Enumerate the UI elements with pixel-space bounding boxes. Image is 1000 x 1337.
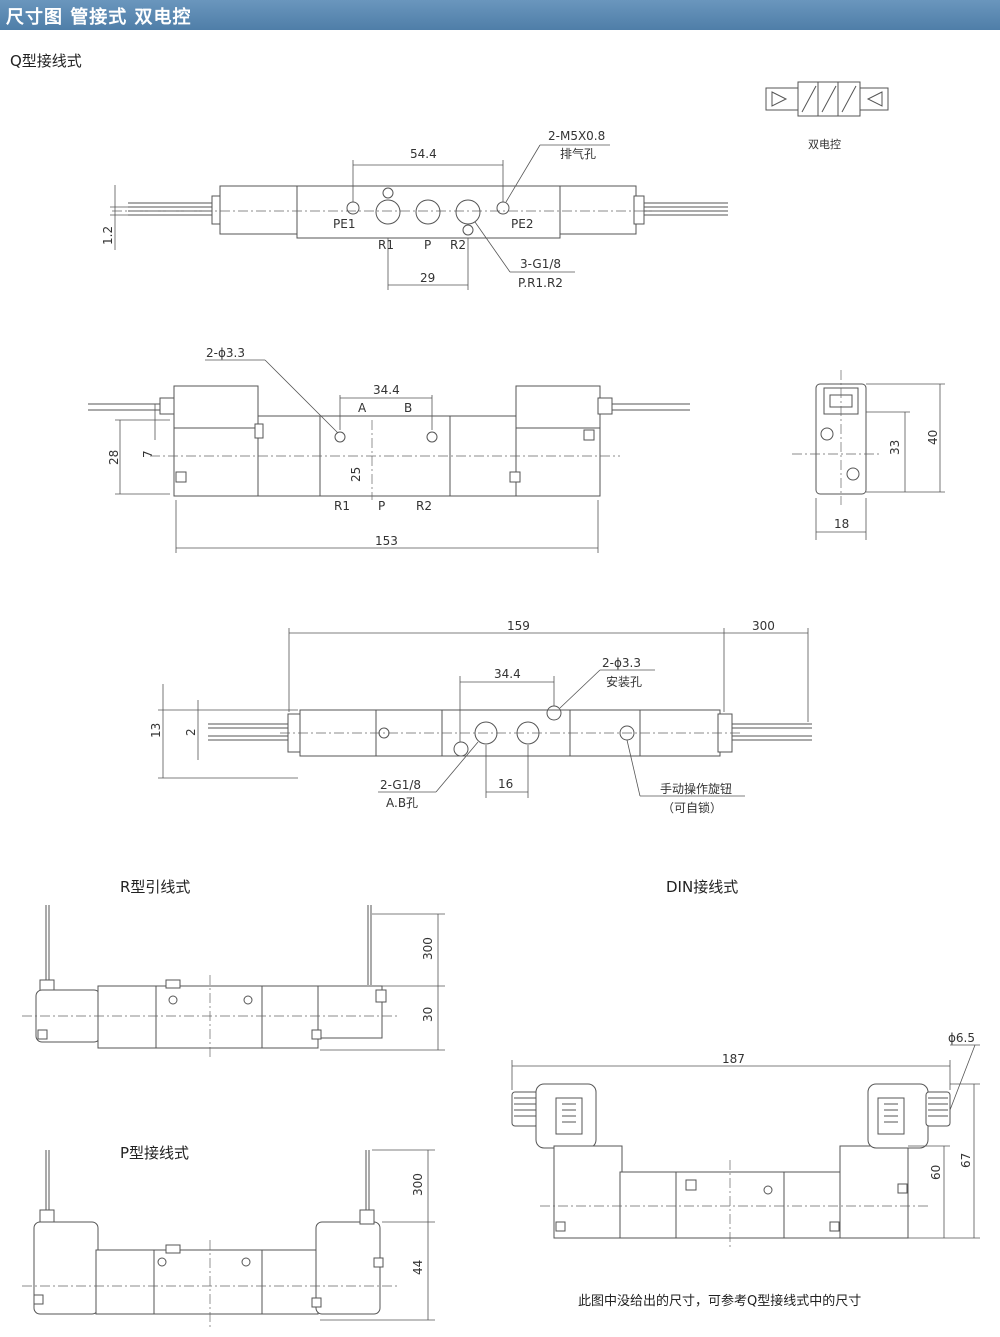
dim-h2: 2 <box>184 728 198 736</box>
mount-hole-name: 安装孔 <box>606 674 642 689</box>
mount-hole-spec: 2-ϕ3.3 <box>602 656 641 670</box>
din-type-view: 187 ϕ6.5 60 67 <box>511 1031 980 1250</box>
exhaust-spec: 2-M5X0.8 <box>548 129 605 143</box>
port-a: A <box>358 401 367 415</box>
port-p: P <box>424 238 431 252</box>
dim-ab-pitch: 34.4 <box>373 383 400 397</box>
ab-port-name: A.B孔 <box>386 796 418 810</box>
dim-16: 16 <box>498 777 513 791</box>
side-view: 33 40 18 <box>792 370 945 540</box>
dim-center-25: 25 <box>349 467 363 482</box>
port-pe1: PE1 <box>333 217 355 231</box>
bottom-view: 159 300 34.4 13 2 16 2-ϕ3.3 安装孔 2-G1/8 A… <box>149 619 812 815</box>
dim-din-60: 60 <box>929 1165 943 1180</box>
p-type-label: P型接线式 <box>120 1144 190 1162</box>
dim-offset-7: 7 <box>141 450 155 458</box>
dim-cable-dia: ϕ6.5 <box>948 1031 975 1045</box>
dim-height-28: 28 <box>107 450 121 465</box>
port-r1-front: R1 <box>334 499 350 513</box>
din-type-label: DIN接线式 <box>666 878 739 896</box>
port-spec: 3-G1/8 <box>520 257 561 271</box>
dim-r-lead-300: 300 <box>421 937 435 960</box>
r-type-label: R型引线式 <box>120 878 191 896</box>
port-p-front: P <box>378 499 385 513</box>
dim-pe-pitch: 54.4 <box>410 147 437 161</box>
manual-knob-name: 手动操作旋钮 <box>660 781 732 796</box>
page-title: 尺寸图 管接式 双电控 <box>6 7 192 28</box>
port-r2-front: R2 <box>416 499 432 513</box>
p-type-view: 300 44 <box>22 1149 435 1328</box>
symbol-caption: 双电控 <box>808 137 841 151</box>
dim-lead-300: 300 <box>752 619 775 633</box>
footnote: 此图中没给出的尺寸，可参考Q型接线式中的尺寸 <box>578 1294 862 1309</box>
header-bar: 尺寸图 管接式 双电控 <box>0 0 1000 30</box>
exhaust-name: 排气孔 <box>560 146 596 161</box>
port-names: P.R1.R2 <box>518 276 563 290</box>
front-view: 34.4 A B 28 7 25 R1 P R2 153 2-ϕ3.3 <box>88 346 690 553</box>
r-type-view: 300 30 <box>22 905 445 1058</box>
port-r2: R2 <box>450 238 466 252</box>
dim-r-height-30: 30 <box>421 1007 435 1022</box>
dim-side-40: 40 <box>926 430 940 445</box>
dim-length-153: 153 <box>375 534 398 548</box>
dim-h13: 13 <box>149 723 163 738</box>
manual-knob-note: （可自锁） <box>662 800 722 815</box>
dim-pitch-34-4: 34.4 <box>494 667 521 681</box>
port-b: B <box>404 401 412 415</box>
dim-p-lead-300: 300 <box>411 1173 425 1196</box>
dim-din-67: 67 <box>959 1153 973 1168</box>
q-type-label: Q型接线式 <box>10 52 82 70</box>
dim-side-18: 18 <box>834 517 849 531</box>
front-hole-callout: 2-ϕ3.3 <box>206 346 245 360</box>
top-view: 54.4 29 1.2 PE1 PE2 R1 P R2 2-M5X0.8 排气孔… <box>101 129 728 290</box>
dim-side-33: 33 <box>888 440 902 455</box>
double-solenoid-symbol: 双电控 <box>765 81 889 151</box>
dim-port-pitch: 29 <box>420 271 435 285</box>
ab-port-spec: 2-G1/8 <box>380 778 421 792</box>
dim-length-159: 159 <box>507 619 530 633</box>
dim-p-height-44: 44 <box>411 1260 425 1275</box>
port-r1: R1 <box>378 238 394 252</box>
port-pe2: PE2 <box>511 217 533 231</box>
dim-din-187: 187 <box>722 1052 745 1066</box>
dim-lead-gap: 1.2 <box>101 226 115 245</box>
